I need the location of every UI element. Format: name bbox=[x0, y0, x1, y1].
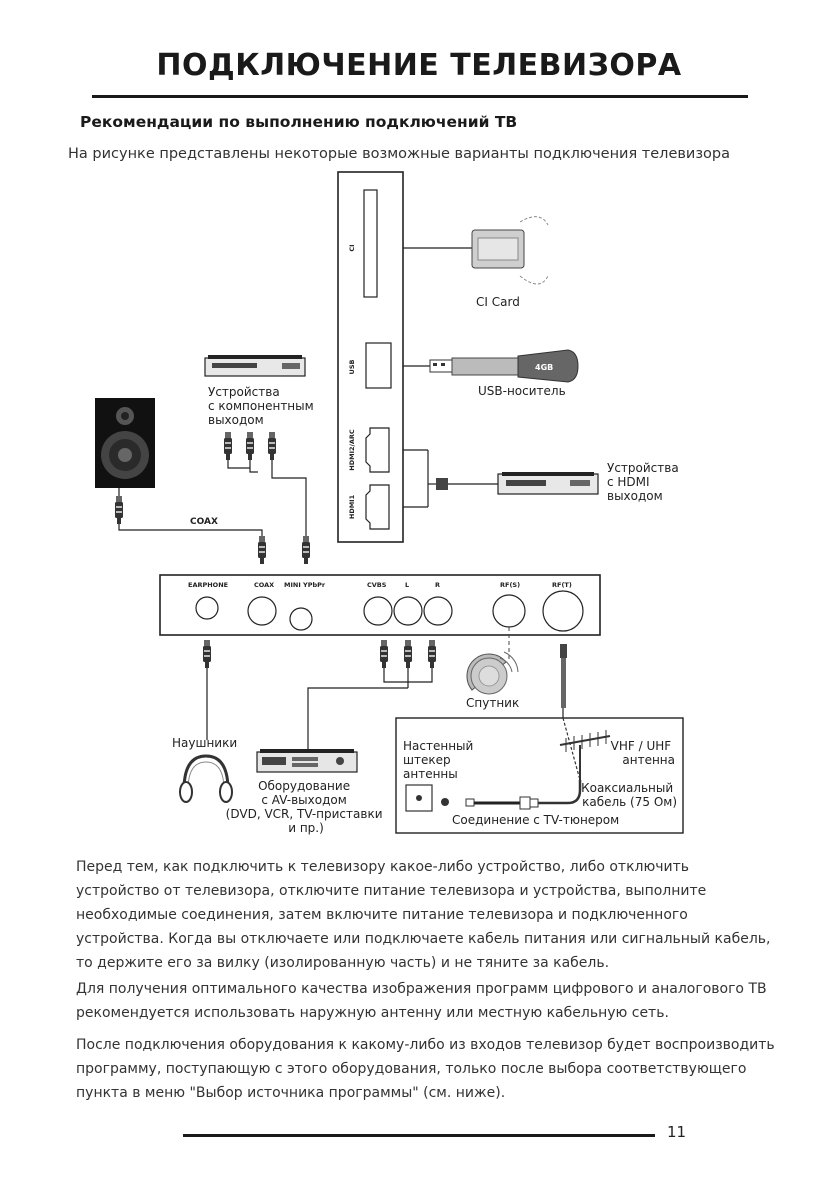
section-heading: Рекомендации по выполнению подключений Т… bbox=[80, 113, 518, 131]
headphones: Наушники bbox=[172, 668, 237, 803]
ci-slot bbox=[363, 189, 378, 298]
paragraph-1: Перед тем, как подключить к телевизору к… bbox=[76, 859, 771, 971]
tuner-connection-label: Соединение с TV-тюнером bbox=[452, 813, 619, 827]
r-plug bbox=[428, 640, 436, 668]
r-jack bbox=[423, 596, 453, 626]
hdmi1-port-label: HDMI1 bbox=[348, 494, 356, 519]
ypbpr-plug bbox=[302, 536, 310, 564]
ci-port-label: CI bbox=[348, 244, 356, 251]
speaker: COAX bbox=[95, 398, 263, 540]
component-device: Устройства с компонентным выходом bbox=[204, 355, 318, 536]
earphone-label: EARPHONE bbox=[188, 581, 228, 589]
hdmi2-port-label: HDMI2/ARC bbox=[348, 429, 356, 471]
intro-text: На рисунке представлены некоторые возмож… bbox=[68, 146, 731, 162]
av-equipment-label: Оборудование с AV-выходом (DVD, VCR, TV-… bbox=[226, 779, 387, 835]
usb-badge: 4GB bbox=[535, 363, 553, 372]
r-label: R bbox=[435, 581, 440, 589]
rfs-label: RF(S) bbox=[500, 581, 520, 589]
coax-jack bbox=[247, 596, 277, 626]
cvbs-plug bbox=[380, 640, 388, 668]
paragraph-2: Для получения оптимального качества изоб… bbox=[76, 981, 767, 1021]
title-rule bbox=[92, 95, 748, 98]
rfs-jack bbox=[492, 594, 526, 628]
hdmi2-port bbox=[365, 427, 390, 473]
coax-cable-label: COAX bbox=[190, 517, 218, 527]
bottom-port-panel: EARPHONE COAX MINI YPbPr CVBS L R RF(S) … bbox=[159, 574, 601, 636]
ypbpr-label: MINI YPbPr bbox=[284, 581, 326, 589]
footer-rule bbox=[183, 1134, 655, 1137]
satellite-dish: Спутник bbox=[466, 627, 519, 710]
ci-card-label: CI Card bbox=[476, 295, 520, 309]
rft-label: RF(T) bbox=[552, 581, 572, 589]
headphones-label: Наушники bbox=[172, 736, 237, 750]
earphone-plug bbox=[203, 640, 211, 668]
page-title: ПОДКЛЮЧЕНИЕ ТЕЛЕВИЗОРА bbox=[156, 48, 682, 83]
antenna-box: Настенный штекер антенны VHF / UHF антен… bbox=[395, 717, 684, 834]
wall-socket-label: Настенный штекер антенны bbox=[403, 739, 477, 781]
av-equipment: Оборудование с AV-выходом (DVD, VCR, TV-… bbox=[226, 668, 433, 835]
hdmi-device-label: Устройства с HDMI выходом bbox=[607, 461, 683, 503]
rft-jack bbox=[542, 590, 584, 632]
page-number: 11 bbox=[667, 1123, 687, 1141]
ci-card: CI Card bbox=[403, 216, 549, 309]
cvbs-jack bbox=[363, 596, 393, 626]
coax-plug bbox=[258, 536, 266, 564]
coax-cable-desc: Коаксиальный кабель (75 Ом) bbox=[581, 781, 677, 809]
cvbs-label: CVBS bbox=[367, 581, 387, 589]
paragraph-3: После подключения оборудования к какому-… bbox=[76, 1037, 775, 1101]
antenna-cable bbox=[560, 644, 567, 718]
l-jack bbox=[393, 596, 423, 626]
hdmi-device: Устройства с HDMI выходом bbox=[403, 449, 683, 508]
usb-drive-label: USB-носитель bbox=[478, 384, 566, 398]
component-device-label: Устройства с компонентным выходом bbox=[208, 385, 318, 427]
satellite-label: Спутник bbox=[466, 696, 519, 710]
earphone-jack bbox=[195, 596, 219, 620]
tv-side-panel: CI USB HDMI2/ARC HDMI1 bbox=[337, 171, 404, 543]
ypbpr-jack bbox=[289, 607, 313, 631]
usb-drive: 4GB USB-носитель bbox=[403, 349, 579, 398]
vhf-antenna-label: VHF / UHF антенна bbox=[611, 739, 675, 767]
l-label: L bbox=[405, 581, 409, 589]
usb-port bbox=[365, 342, 392, 389]
coax-port-label: COAX bbox=[254, 581, 274, 589]
hdmi1-port bbox=[365, 484, 390, 530]
usb-port-label: USB bbox=[348, 360, 356, 375]
l-plug bbox=[404, 640, 412, 668]
